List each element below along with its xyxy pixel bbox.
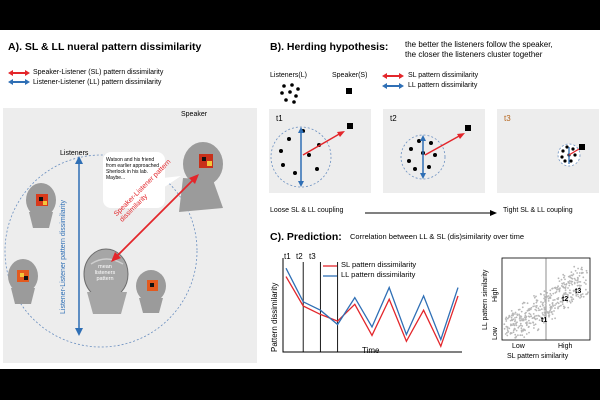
series-line-sl	[285, 276, 459, 349]
line-chart-ylabel: Pattern dissimilarity	[270, 282, 279, 352]
frame-label-t2: t2	[390, 114, 397, 123]
legend-ll-b: LL pattern dissimilarity	[408, 82, 478, 89]
marker-label-t1: t1	[284, 252, 291, 261]
figure-canvas: A). SL & LL nueral pattern dissimilarity…	[0, 30, 600, 369]
panel-c-title: C). Prediction:	[270, 231, 342, 243]
frame-t3	[497, 109, 599, 193]
scatter-low-x: Low	[512, 343, 525, 350]
listeners-label: Listeners	[60, 150, 89, 157]
axis-right-label: Tight SL & LL coupling	[503, 207, 573, 214]
frame-t3-drawing	[557, 143, 585, 167]
mean-pattern-label: mean listeners pattern	[94, 264, 116, 282]
speech-bubble-text: Watson and his friend from earlier appro…	[106, 157, 160, 181]
speaker-label: Speaker	[181, 111, 208, 118]
panel-a-drawing	[4, 142, 223, 348]
panel-c-subtitle: Correlation between LL & SL (dis)similar…	[350, 232, 525, 241]
scatter-high-x: High	[558, 343, 573, 350]
brain-patterns	[17, 154, 213, 291]
scatter-points	[503, 265, 589, 339]
panel-b-title: B). Herding hypothesis:	[270, 41, 389, 53]
frame-t1-drawing	[270, 123, 353, 188]
speaker-square-key	[346, 88, 352, 94]
line-chart	[282, 258, 462, 353]
frame-t2-drawing	[400, 125, 471, 180]
series-line-ll	[285, 267, 459, 342]
line-legend-sl: SL pattern dissimilarity	[341, 260, 417, 269]
frame-t1	[269, 109, 371, 193]
scatter-high-y: High	[492, 287, 499, 302]
line-chart-axes	[282, 258, 462, 353]
line-legend-swatches	[323, 265, 337, 277]
scatter-point-t2: t2	[562, 296, 569, 303]
scatter-plot	[501, 257, 591, 341]
listeners-key: Listeners(L)	[270, 72, 307, 79]
legend-ll-a: Listener-Listener (LL) pattern dissimila…	[33, 79, 162, 86]
speaker-head	[179, 142, 223, 212]
line-chart-xlabel: Time	[362, 346, 380, 355]
scatter-ylabel: LL pattern similarity	[482, 269, 489, 330]
marker-label-t2: t2	[296, 252, 303, 261]
axis-left-label: Loose SL & LL coupling	[270, 207, 344, 214]
panel-b-key-icons	[280, 83, 352, 104]
scatter-xlabel: SL pattern similarity	[507, 353, 569, 360]
ll-arrow-label: Listener-Listener pattern dissimilarity	[60, 200, 67, 314]
line-legend-ll: LL pattern dissimilarity	[341, 270, 416, 279]
legend-arrows-b	[382, 73, 404, 89]
coupling-arrow	[365, 210, 497, 216]
scatter-point-t1: t1	[541, 317, 548, 324]
mean-head	[83, 248, 129, 314]
panel-b-subtitle-2: the closer the listeners cluster togethe…	[405, 50, 543, 59]
scatter-low-y: Low	[492, 327, 499, 340]
speaker-key: Speaker(S)	[332, 72, 368, 79]
panel-b-subtitle-1: the better the listeners follow the spea…	[405, 40, 553, 49]
frame-label-t1: t1	[276, 114, 283, 123]
legend-sl-b: SL pattern dissimilarity	[408, 72, 479, 79]
marker-label-t3: t3	[309, 252, 316, 261]
panel-a-title: A). SL & LL nueral pattern dissimilarity	[8, 41, 202, 53]
frame-label-t3: t3	[504, 114, 511, 123]
scatter-point-t3: t3	[575, 288, 582, 295]
frame-t2	[383, 109, 485, 193]
legend-sl-a: Speaker-Listener (SL) pattern dissimilar…	[33, 69, 164, 76]
legend-arrows-a	[8, 70, 30, 85]
